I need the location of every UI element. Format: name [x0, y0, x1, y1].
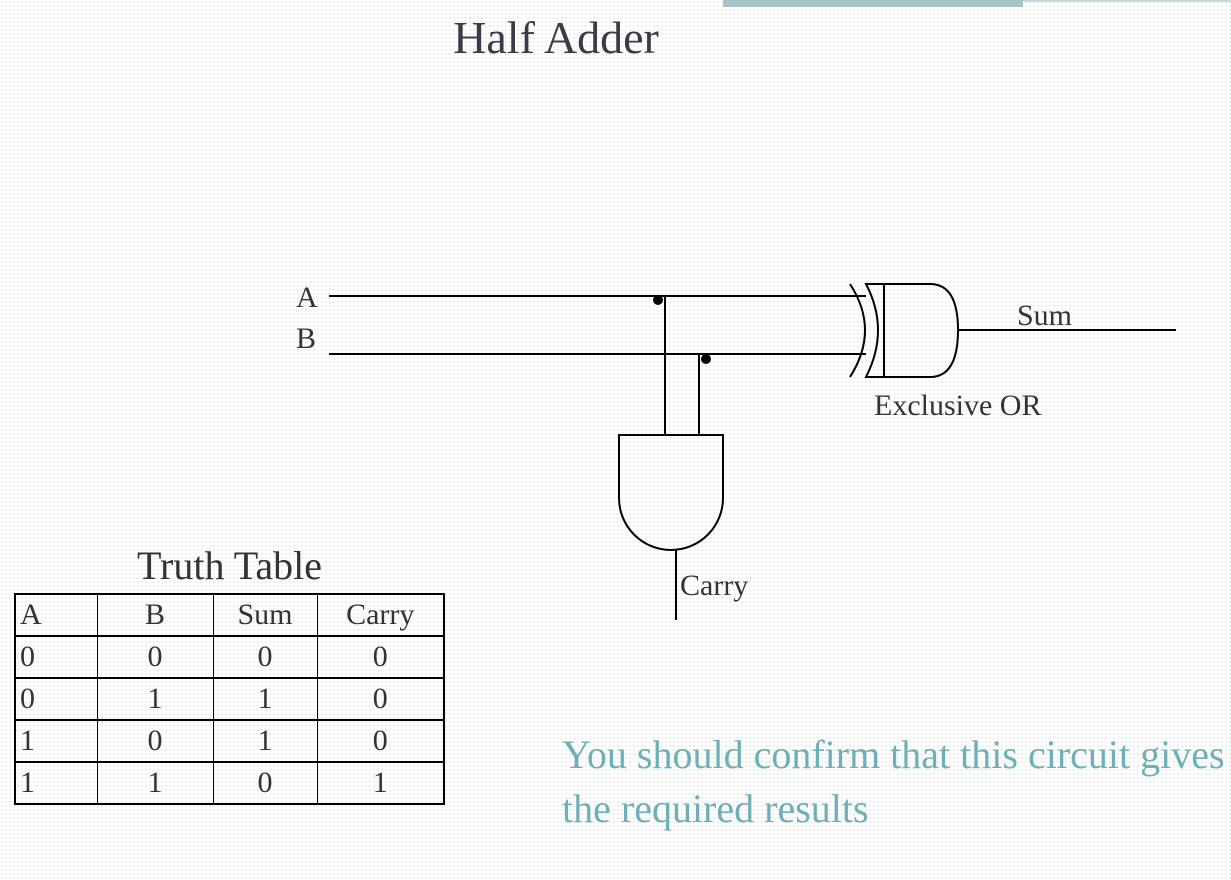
- input-label-a: A: [296, 281, 318, 314]
- accent-bar: [723, 0, 1023, 7]
- truth-table-title: Truth Table: [137, 543, 322, 588]
- truth-table-cell: 1: [212, 677, 318, 721]
- and-gate-body: [618, 434, 724, 551]
- truth-table-cell: 0: [14, 635, 98, 679]
- truth-table-cell: 0: [316, 719, 445, 763]
- truth-table-cell: 1: [96, 761, 214, 805]
- truth-table-row: 0 0 0 0: [14, 635, 445, 679]
- truth-table-header: B: [96, 593, 214, 637]
- truth-table-cell: 0: [96, 719, 214, 763]
- truth-table-cell: 0: [212, 761, 318, 805]
- truth-table-header: A: [14, 593, 98, 637]
- truth-table-row: 0 1 1 0: [14, 677, 445, 721]
- truth-table-header-row: A B Sum Carry: [14, 593, 445, 637]
- xor-gate-body: [864, 283, 960, 378]
- xor-gate-label: Exclusive OR: [874, 389, 1042, 422]
- accent-bar-thin: [1023, 0, 1231, 2]
- truth-table-row: 1 1 0 1: [14, 761, 445, 805]
- output-label-carry: Carry: [680, 569, 749, 602]
- confirm-note: You should confirm that this circuit giv…: [562, 732, 1225, 831]
- truth-table-cell: 0: [96, 635, 214, 679]
- truth-table-header: Carry: [316, 593, 445, 637]
- truth-table-cell: 1: [14, 761, 98, 805]
- truth-table-cell: 1: [212, 719, 318, 763]
- truth-table-cell: 1: [14, 719, 98, 763]
- truth-table: A B Sum Carry 0 0 0 0 0 1 1 0 1 0 1 0 1 …: [14, 593, 445, 805]
- junction-dot-a: [653, 295, 663, 305]
- slide-title: Half Adder: [453, 12, 659, 63]
- truth-table-cell: 0: [316, 635, 445, 679]
- truth-table-cell: 1: [96, 677, 214, 721]
- xor-gate-back-curve: [849, 283, 866, 378]
- input-label-b: B: [296, 322, 317, 355]
- junction-dot-b: [701, 354, 711, 364]
- truth-table-header: Sum: [212, 593, 318, 637]
- output-label-sum: Sum: [1017, 299, 1073, 332]
- truth-table-cell: 0: [212, 635, 318, 679]
- truth-table-cell: 0: [316, 677, 445, 721]
- truth-table-cell: 1: [316, 761, 445, 805]
- truth-table-row: 1 0 1 0: [14, 719, 445, 763]
- truth-table-cell: 0: [14, 677, 98, 721]
